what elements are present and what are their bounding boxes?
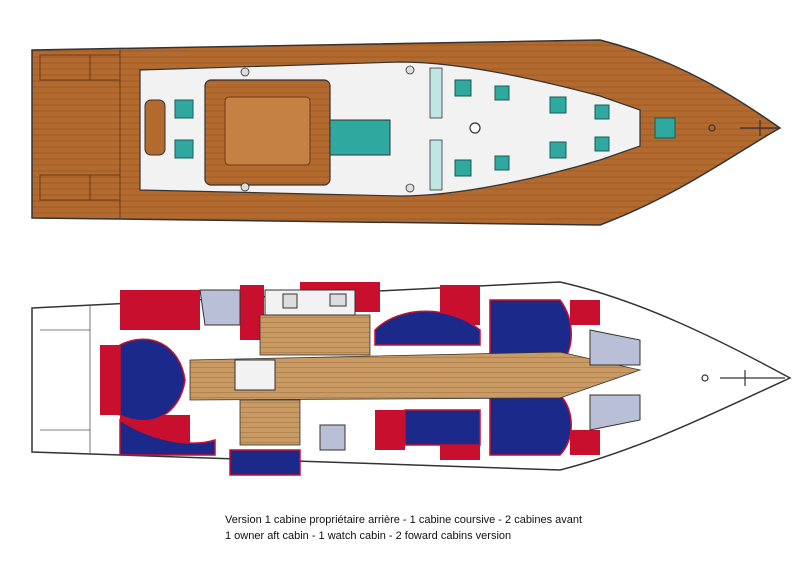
helm-seat	[144, 99, 166, 156]
deck-plan	[31, 39, 782, 226]
mast	[469, 122, 481, 134]
sailboat-layout-diagram	[31, 39, 792, 476]
coachroof-windows	[429, 67, 443, 191]
galley	[234, 289, 356, 391]
deck-hatches	[174, 79, 676, 177]
bow-anchor	[708, 120, 778, 136]
companionway	[329, 119, 391, 156]
lazarette	[40, 305, 91, 455]
caption-french: Version 1 cabine propriétaire arrière - …	[225, 514, 583, 526]
interior-bow-anchor	[701, 370, 785, 386]
blue-upholstery	[119, 299, 572, 476]
heads	[199, 289, 641, 451]
cockpit-table-inner	[224, 96, 311, 166]
cabin-sole	[189, 314, 642, 446]
aft-deck-panels	[39, 50, 121, 218]
winches	[240, 65, 415, 193]
diagram-caption: Version 1 cabine propriétaire arrière - …	[225, 512, 582, 544]
interior-plan	[31, 281, 792, 476]
caption-english: 1 owner aft cabin - 1 watch cabin - 2 fo…	[225, 530, 512, 542]
